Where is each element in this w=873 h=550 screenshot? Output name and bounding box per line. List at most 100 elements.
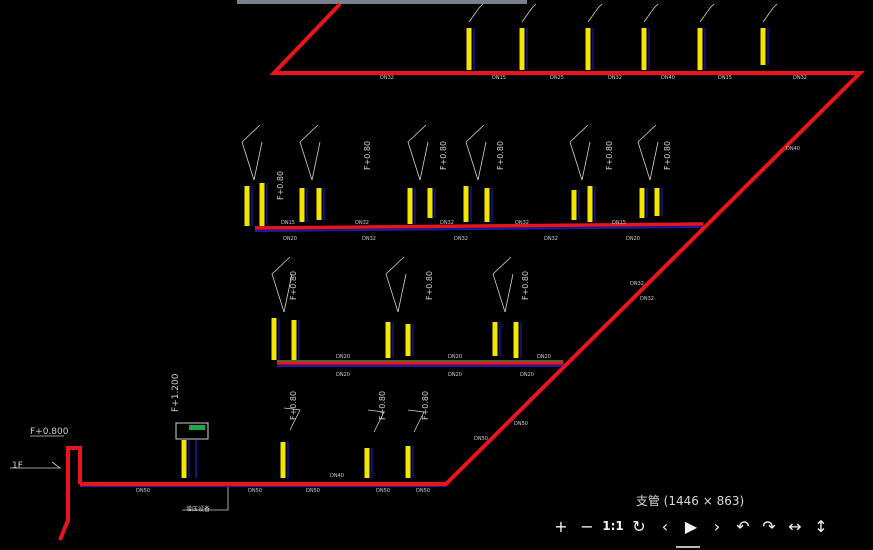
pipe-size-label: DN32 — [515, 220, 529, 226]
valve-symbol — [271, 256, 291, 313]
rotate-left-button[interactable]: ↶ — [736, 516, 750, 536]
pipe-size-label: DN50 — [376, 488, 390, 494]
pipe-size-label: DN50 — [416, 488, 430, 494]
pipe-size-label: DN32 — [355, 220, 369, 226]
valve-symbol — [311, 141, 321, 181]
pipe-size-label: DN50 — [514, 421, 528, 427]
valve-symbol — [637, 124, 657, 181]
pipe-size-label: DN15 — [492, 75, 506, 81]
pressure-equipment — [175, 422, 209, 440]
valve-symbol — [699, 3, 715, 23]
valve-symbol — [253, 141, 263, 181]
pipe-size-label: DN32 — [630, 281, 644, 287]
pipe-size-label: DN32 — [640, 296, 654, 302]
valve-symbol — [762, 3, 778, 23]
valve-symbol — [649, 141, 659, 181]
leader-line — [182, 486, 229, 511]
pipe-size-label: DN32 — [362, 236, 376, 242]
pipe-size-label: DN20 — [448, 372, 462, 378]
valve-symbol — [241, 124, 261, 181]
valve-symbol — [465, 124, 485, 181]
flip-horizontal-button[interactable]: ↔ — [788, 516, 802, 536]
valve-symbol — [504, 273, 514, 313]
pipe-size-label: DN20 — [283, 236, 297, 242]
reset-button[interactable]: ↻ — [632, 516, 646, 536]
valve-symbol — [385, 256, 405, 313]
image-title: 支管 (1446 × 863) — [635, 494, 745, 508]
rotate-right-button[interactable]: ↷ — [762, 516, 776, 536]
level-label: F+0.80 — [439, 141, 448, 170]
valve-symbol — [407, 409, 425, 433]
pipe-size-label: DN20 — [520, 372, 534, 378]
floor-branch-pipe — [254, 222, 704, 230]
valve-symbol — [587, 3, 603, 23]
pipe-size-label: DN32 — [380, 75, 394, 81]
viewer-toolbar: +−1:1 ↻ ‹ ▶ › ↶ ↷ ↔ ↕ — [548, 512, 834, 540]
active-indicator — [676, 546, 700, 548]
pipe-size-label: DN32 — [608, 75, 622, 81]
level-label: F+0.80 — [425, 271, 434, 300]
valve-symbol — [419, 141, 429, 181]
next-button[interactable]: › — [713, 516, 721, 536]
level-label: F+0.80 — [421, 391, 430, 420]
pipe-size-label: DN20 — [448, 354, 462, 360]
valve-symbol — [569, 124, 589, 181]
pipe-size-label: DN32 — [793, 75, 807, 81]
level-label: F+0.80 — [496, 141, 505, 170]
valve-symbol — [283, 407, 301, 431]
pipe-size-label: DN15 — [718, 75, 732, 81]
valve-symbol — [477, 141, 487, 181]
top-scroll-edge — [237, 0, 527, 4]
main-riser-pipe — [80, 2, 865, 486]
pipe-size-label: DN20 — [336, 354, 350, 360]
equipment-note: 增压设备 — [186, 505, 210, 513]
pipe-size-label: DN50 — [306, 488, 320, 494]
zoom-in-button[interactable]: + — [554, 516, 568, 536]
flip-vertical-button[interactable]: ↕ — [814, 516, 828, 536]
valve-symbol — [397, 273, 407, 313]
level-label: F+0.80 — [289, 391, 298, 420]
pipe-size-label: DN25 — [550, 75, 564, 81]
valve-symbol — [367, 409, 385, 433]
floor-label: 1F — [12, 461, 23, 471]
level-label: F+0.80 — [378, 391, 387, 420]
main-pipe-group — [58, 2, 865, 541]
inlet-pipe — [58, 446, 82, 541]
valve-symbol — [581, 141, 591, 181]
pipe-size-label: DN50 — [474, 436, 488, 442]
valve-symbol — [521, 3, 537, 23]
level-label: F+0.80 — [663, 141, 672, 170]
equipment-indicator — [189, 425, 205, 430]
pipe-size-label: DN32 — [454, 236, 468, 242]
pipe-size-label: DN15 — [612, 220, 626, 226]
pipe-size-label: DN50 — [248, 488, 262, 494]
pipe-size-label: DN32 — [440, 220, 454, 226]
pipe-size-label: DN40 — [330, 473, 344, 479]
level-label: F+0.80 — [363, 141, 372, 170]
valve-symbol — [468, 3, 484, 23]
previous-button[interactable]: ‹ — [661, 516, 669, 536]
play-button[interactable]: ▶ — [684, 516, 698, 536]
valve-symbol — [283, 273, 293, 313]
zoom-out-button[interactable]: − — [580, 516, 594, 536]
actual-size-button[interactable]: 1:1 — [602, 519, 624, 533]
fixture-group — [10, 3, 778, 511]
valve-symbol — [299, 124, 319, 181]
valve-symbol — [492, 256, 512, 313]
pipe-size-label: DN40 — [786, 146, 800, 152]
valve-symbol — [407, 124, 427, 181]
level-label: F+0.80 — [276, 171, 285, 200]
branch-pipe — [254, 226, 704, 232]
pipe-size-label: DN50 — [136, 488, 150, 494]
pipe-size-label: DN20 — [537, 354, 551, 360]
floor-marker — [10, 461, 62, 469]
pipe-size-label: DN32 — [544, 236, 558, 242]
valve-symbol — [643, 3, 659, 23]
pipe-size-label: DN20 — [626, 236, 640, 242]
level-label: F+0.800 — [30, 427, 69, 437]
level-label: F+1.200 — [171, 373, 181, 412]
pipe-size-label: DN15 — [281, 220, 295, 226]
level-label: F+0.80 — [289, 271, 298, 300]
